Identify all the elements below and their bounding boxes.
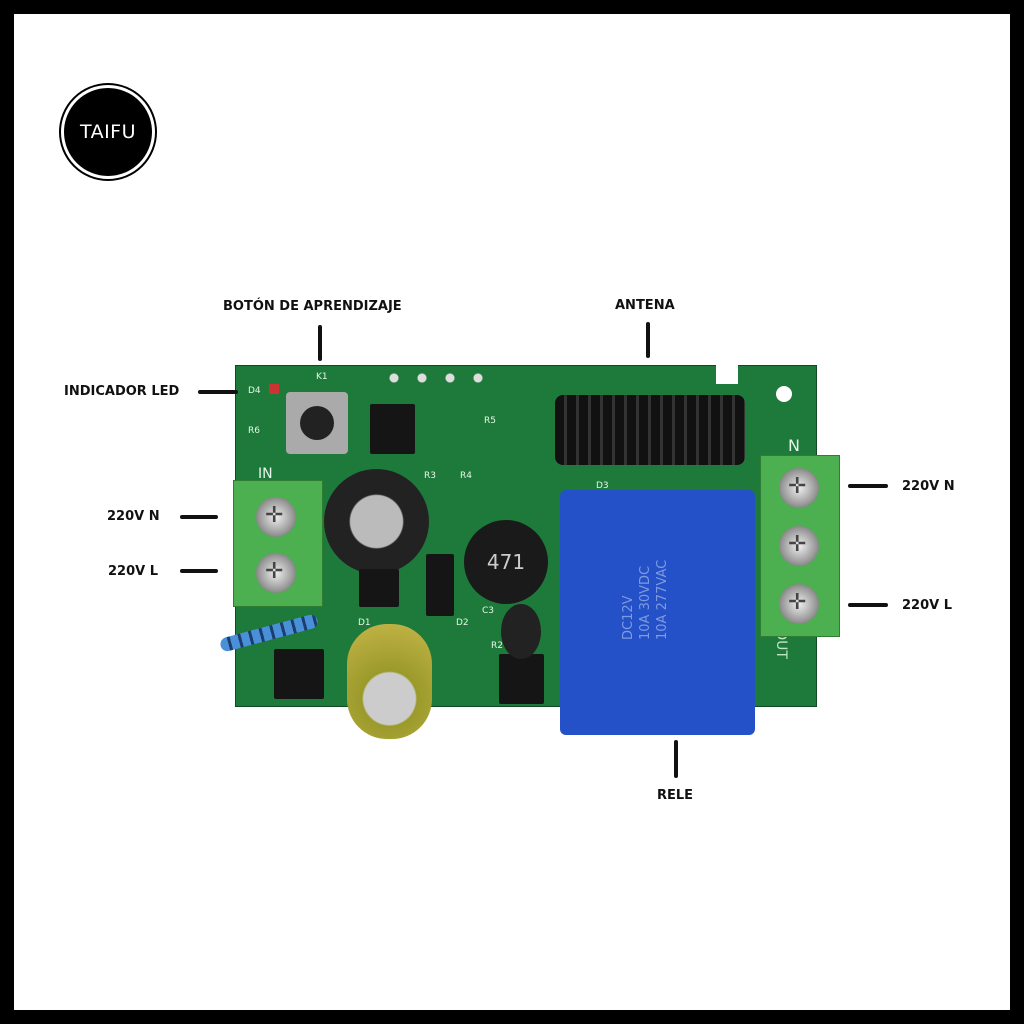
- callout-line-relay: [674, 740, 678, 778]
- filter-capacitor: [347, 624, 432, 739]
- callout-left-n: 220V N: [107, 509, 160, 524]
- callout-line-left-l: [180, 569, 218, 573]
- silk-k1: K1: [316, 372, 328, 382]
- callout-right-n: 220V N: [902, 479, 955, 494]
- bridge-rectifier: [274, 649, 324, 699]
- callout-line-learn: [318, 325, 322, 361]
- callout-line-right-n: [848, 484, 888, 488]
- electrolytic-capacitor: [324, 469, 429, 574]
- board-notch: [716, 364, 738, 384]
- callout-line-led: [198, 390, 238, 394]
- silk-c3: C3: [482, 606, 495, 616]
- button-cap: [300, 406, 334, 440]
- silk-r5: R5: [484, 416, 496, 426]
- relay-ac-rating: 10A 277VAC: [655, 559, 670, 640]
- callout-led: INDICADOR LED: [64, 384, 180, 399]
- silk-r6: R6: [248, 426, 260, 436]
- ic-chip: [370, 404, 415, 454]
- callout-line-right-l: [848, 603, 888, 607]
- screw-l-right[interactable]: [779, 584, 819, 624]
- callout-left-l: 220V L: [108, 564, 159, 579]
- relay-coil-rating: DC12V: [621, 595, 636, 640]
- silk-r4: R4: [460, 471, 472, 481]
- inductor: 471: [464, 520, 548, 604]
- silk-d3: D3: [596, 481, 609, 491]
- silk-d2: D2: [456, 618, 469, 628]
- callout-right-l: 220V L: [902, 598, 953, 613]
- diode-d1: [359, 569, 399, 607]
- screw-n-right[interactable]: [779, 468, 819, 508]
- relay-label: DC12V 10A 30VDC 10A 277VAC: [620, 440, 671, 640]
- callout-antenna: ANTENA: [615, 298, 675, 313]
- silk-in: IN: [258, 466, 273, 482]
- left-terminal-block: [233, 480, 323, 607]
- header-pads: [380, 372, 490, 384]
- diode-d2: [426, 554, 454, 616]
- screw-com-right[interactable]: [779, 526, 819, 566]
- transistor-chip: [499, 654, 544, 704]
- silk-n: N: [788, 436, 800, 455]
- relay: DC12V 10A 30VDC 10A 277VAC: [560, 490, 755, 735]
- callout-line-left-n: [180, 515, 218, 519]
- learn-button[interactable]: [286, 392, 348, 454]
- product-diagram: TAIFU K1 D4 R6 IN D1 D2 R2 R3 R4 R5 C3 D…: [14, 14, 1010, 1010]
- screw-n-left[interactable]: [256, 497, 296, 537]
- silk-d4: D4: [248, 386, 261, 396]
- relay-dc-rating: 10A 30VDC: [638, 565, 653, 640]
- silk-d1: D1: [358, 618, 371, 628]
- small-capacitor: [501, 604, 541, 659]
- brand-logo: TAIFU: [61, 85, 155, 179]
- silk-r2: R2: [491, 641, 503, 651]
- led: [269, 384, 279, 394]
- silk-r3: R3: [424, 471, 436, 481]
- screw-l-left[interactable]: [256, 553, 296, 593]
- mounting-hole: [776, 386, 792, 402]
- callout-learn-button: BOTÓN DE APRENDIZAJE: [223, 299, 402, 314]
- callout-line-antenna: [646, 322, 650, 358]
- right-terminal-block: [760, 455, 840, 637]
- callout-relay: RELE: [657, 788, 694, 803]
- antenna-coil: [555, 395, 745, 465]
